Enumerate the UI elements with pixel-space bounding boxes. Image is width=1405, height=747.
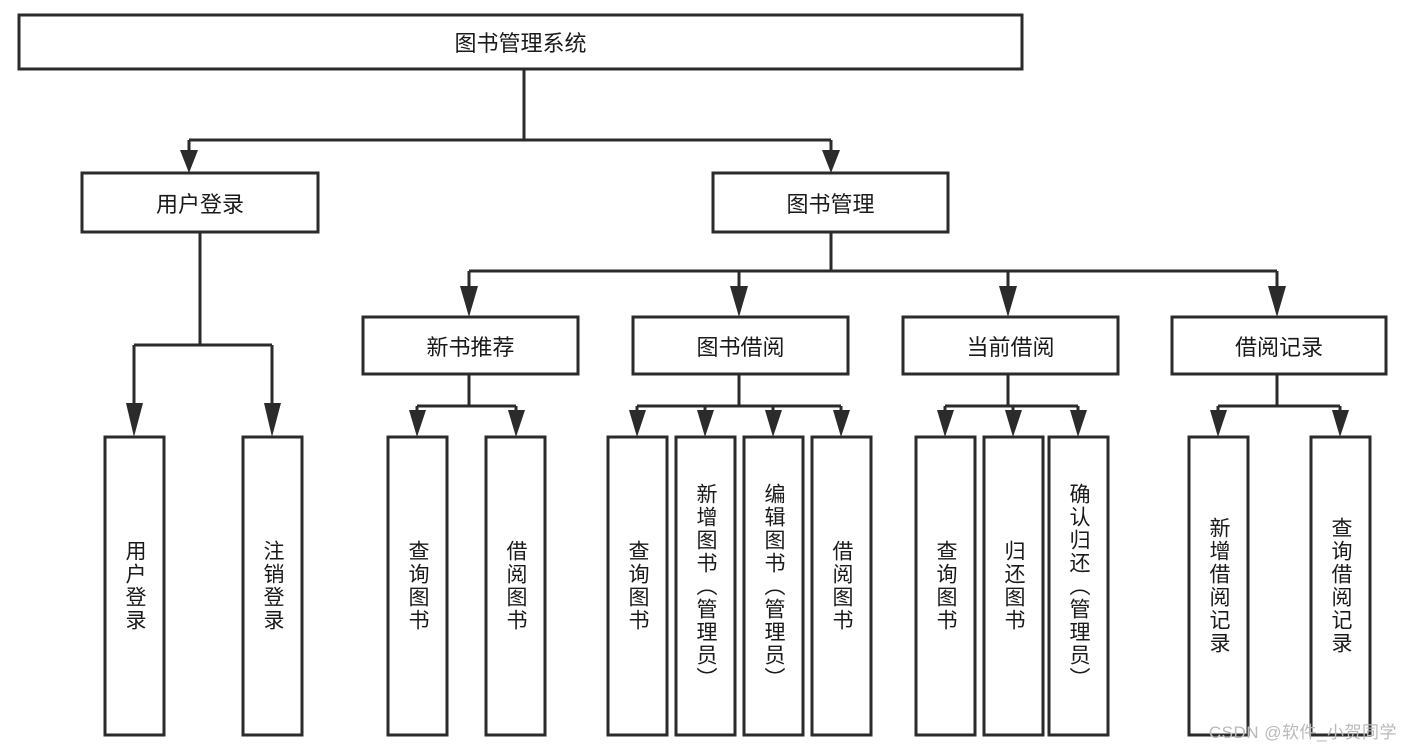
arrowhead-bookborrow-to-add	[697, 410, 714, 437]
leaf-box-borrow-book-1[interactable]	[484, 435, 547, 737]
node-root-box[interactable]	[17, 13, 1024, 71]
leaf-box-edit-book-admin[interactable]	[742, 435, 805, 737]
leaf-box-confirm-return-admin[interactable]	[1047, 435, 1110, 737]
leaf-box-user-login[interactable]	[103, 435, 166, 737]
arrowhead-borrowrecord-to-add	[1210, 410, 1227, 437]
leaf-box-query-borrow-record[interactable]	[1309, 435, 1372, 737]
leaf-box-return-book[interactable]	[982, 435, 1045, 737]
arrowhead-bookmgmt-to-new-book	[460, 286, 478, 317]
node-book-management-box[interactable]	[711, 171, 950, 234]
leaf-box-borrow-book-2[interactable]	[810, 435, 873, 737]
leaf-box-query-book-3[interactable]	[914, 435, 977, 737]
leaf-box-add-book-admin[interactable]	[674, 435, 737, 737]
node-book-borrow-box[interactable]	[631, 315, 850, 376]
node-user-login-box[interactable]	[80, 171, 320, 234]
arrowhead-borrowrecord-to-query	[1332, 410, 1349, 437]
arrowhead-root-to-user-login	[180, 150, 198, 173]
arrowhead-bookborrow-to-query	[629, 410, 646, 437]
node-borrow-record-box[interactable]	[1170, 315, 1388, 376]
arrowhead-userlogin-to-login	[126, 403, 143, 437]
arrowhead-newbook-to-borrow	[508, 410, 525, 437]
arrowhead-currentborrow-to-confirm	[1070, 410, 1087, 437]
arrowhead-newbook-to-query	[409, 410, 426, 437]
leaf-box-query-book-2[interactable]	[606, 435, 669, 737]
leaf-box-logout[interactable]	[241, 435, 304, 737]
arrowhead-bookborrow-to-edit	[765, 410, 782, 437]
arrowhead-bookborrow-to-borrow	[833, 410, 850, 437]
arrowhead-bookmgmt-to-borrow-record	[1268, 286, 1286, 317]
arrowhead-root-to-book-management	[822, 150, 840, 173]
node-new-book-recommend-box[interactable]	[361, 315, 580, 376]
arrowhead-bookmgmt-to-book-borrow	[730, 286, 748, 317]
arrowhead-currentborrow-to-return	[1005, 410, 1022, 437]
arrowhead-userlogin-to-logout	[264, 403, 281, 437]
leaf-box-query-book-1[interactable]	[386, 435, 449, 737]
leaf-box-add-borrow-record[interactable]	[1187, 435, 1250, 737]
arrowhead-currentborrow-to-query	[937, 410, 954, 437]
arrowhead-bookmgmt-to-current-borrow	[999, 286, 1017, 317]
node-current-borrow-box[interactable]	[901, 315, 1120, 376]
